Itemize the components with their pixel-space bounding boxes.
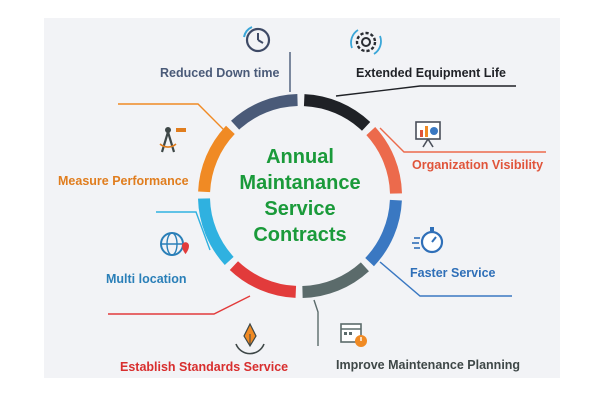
label-organization-visibility: Organization Visibility — [412, 158, 544, 172]
label-multi-location: Multi location — [106, 272, 187, 286]
ring-segment-establish-standards-service — [229, 261, 297, 298]
compass-icon — [159, 127, 186, 153]
leader-measure-performance — [118, 103, 227, 133]
ring-segment-measure-performance — [198, 125, 235, 193]
label-reduced-down-time: Reduced Down time — [160, 66, 280, 80]
clock-icon — [243, 26, 271, 53]
background-panel — [44, 18, 560, 378]
calendar-clock-icon — [340, 323, 367, 347]
label-measure-performance: Measure Performance — [58, 174, 189, 188]
leader-faster-service — [379, 261, 512, 297]
ring-segment-extended-equipment-life — [303, 94, 371, 131]
leader-extended-equipment-life — [335, 85, 516, 97]
center-title-line-2: Maintanance — [239, 172, 361, 194]
ring-segment-faster-service — [365, 199, 402, 267]
center-title-line-3: Service — [264, 198, 336, 220]
stopwatch-icon — [412, 227, 444, 254]
label-extended-equipment-life: Extended Equipment Life — [356, 66, 507, 80]
label-establish-standards-service: Establish Standards Service — [120, 360, 289, 374]
center-title-line-4: Contracts — [253, 224, 347, 246]
leader-multi-location — [156, 211, 211, 251]
leader-lines — [108, 52, 546, 346]
leader-establish-standards-service — [108, 295, 251, 315]
ring-segment-multi-location — [198, 198, 234, 265]
gear-icon — [350, 29, 382, 55]
ring-segment-improve-maintenance-planning — [302, 262, 369, 298]
leader-improve-maintenance-planning — [313, 299, 319, 346]
label-faster-service: Faster Service — [410, 266, 496, 280]
center-title-line-1: Annual — [266, 146, 334, 168]
leader-organization-visibility — [379, 127, 546, 153]
ring-segment-reduced-down-time — [231, 94, 298, 130]
ring — [198, 94, 402, 298]
label-improve-maintenance-planning: Improve Maintenance Planning — [336, 358, 521, 372]
ring-segment-organization-visibility — [366, 127, 402, 194]
globe-pin-icon — [160, 232, 189, 256]
pen-nib-icon — [235, 322, 265, 355]
presentation-board-icon — [415, 121, 441, 148]
